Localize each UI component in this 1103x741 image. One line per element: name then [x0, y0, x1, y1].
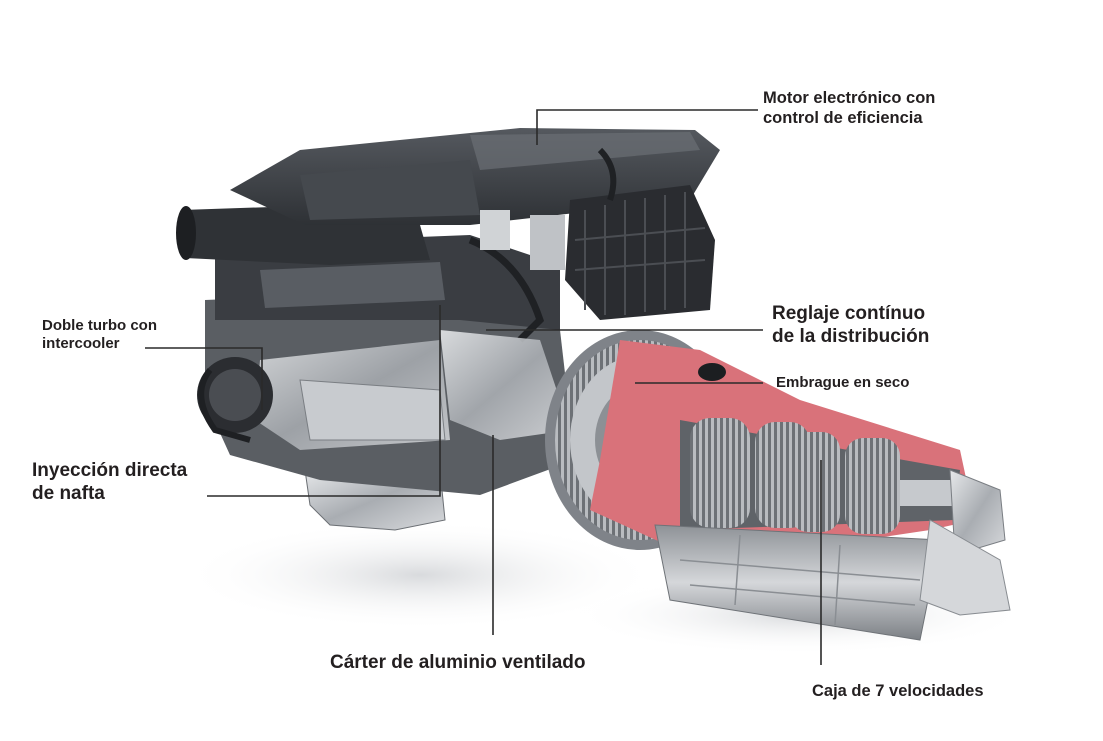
label-inyeccion-directa: Inyección directa de nafta: [32, 460, 187, 506]
label-line: intercooler: [42, 335, 120, 352]
label-line: de nafta: [32, 482, 105, 504]
transmission: [545, 330, 1011, 641]
label-doble-turbo: Doble turbo con intercooler: [42, 317, 157, 353]
label-line: Inyección directa: [32, 460, 188, 481]
leader-inyeccion: [207, 305, 441, 497]
label-caja-velocidades: Caja de 7 velocidades: [812, 682, 984, 702]
leader-motor: [536, 109, 758, 145]
label-line: Doble turbo con: [42, 317, 157, 334]
label-carter-aluminio: Cárter de aluminio ventilado: [330, 652, 586, 675]
label-line: Embrague en seco: [776, 374, 910, 391]
label-motor-electronico: Motor electrónico con control de eficien…: [763, 89, 935, 129]
label-line: de la distribución: [772, 325, 930, 347]
label-line: Cárter de aluminio ventilado: [330, 652, 586, 673]
label-line: Motor electrónico con: [763, 89, 936, 107]
label-line: Reglaje contínuo: [772, 303, 926, 324]
engine-block: [176, 128, 720, 531]
label-embrague-seco: Embrague en seco: [776, 374, 909, 392]
leader-lines: [145, 109, 822, 665]
leader-turbo: [145, 347, 263, 410]
label-line: control de eficiencia: [763, 108, 923, 127]
label-line: Caja de 7 velocidades: [812, 682, 984, 700]
label-reglaje-distribucion: Reglaje contínuo de la distribución: [772, 303, 929, 349]
